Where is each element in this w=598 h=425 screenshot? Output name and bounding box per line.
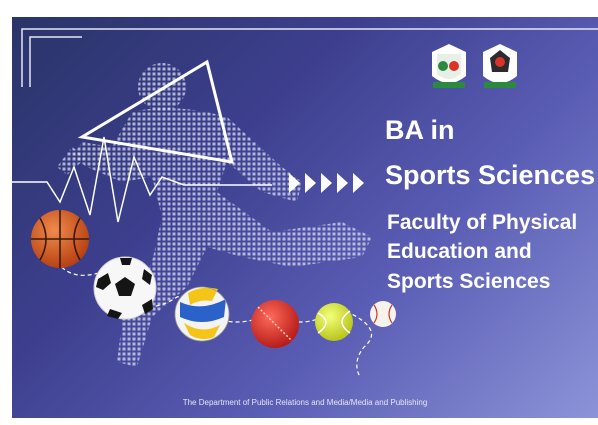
pulse-line xyxy=(12,136,272,223)
banner-artwork xyxy=(12,28,598,378)
triangle-outline xyxy=(77,59,235,164)
baseball-icon xyxy=(370,301,396,327)
ball-connector-path xyxy=(56,261,373,378)
arrow-chevrons-icon xyxy=(289,173,364,193)
faculty-name-line3: Sports Sciences xyxy=(387,270,551,293)
cricket-ball-icon xyxy=(251,300,299,348)
corner-frame xyxy=(21,28,598,87)
university-logo-icon xyxy=(432,44,466,88)
tennis-ball-icon xyxy=(315,303,353,341)
faculty-name-line2: Education and xyxy=(387,240,532,263)
faculty-logo-icon xyxy=(483,44,517,88)
faculty-name-line1: Faculty of Physical xyxy=(387,211,578,234)
soccer-ball-icon xyxy=(93,256,157,320)
degree-title-line2: Sports Sciences xyxy=(385,160,596,190)
volleyball-icon xyxy=(174,286,230,342)
footer-credit: The Department of Public Relations and M… xyxy=(182,398,428,407)
basketball-icon xyxy=(31,210,89,268)
sports-sciences-banner: BA in Sports Sciences Faculty of Physica… xyxy=(12,17,598,418)
degree-title-line1: BA in xyxy=(385,115,455,145)
